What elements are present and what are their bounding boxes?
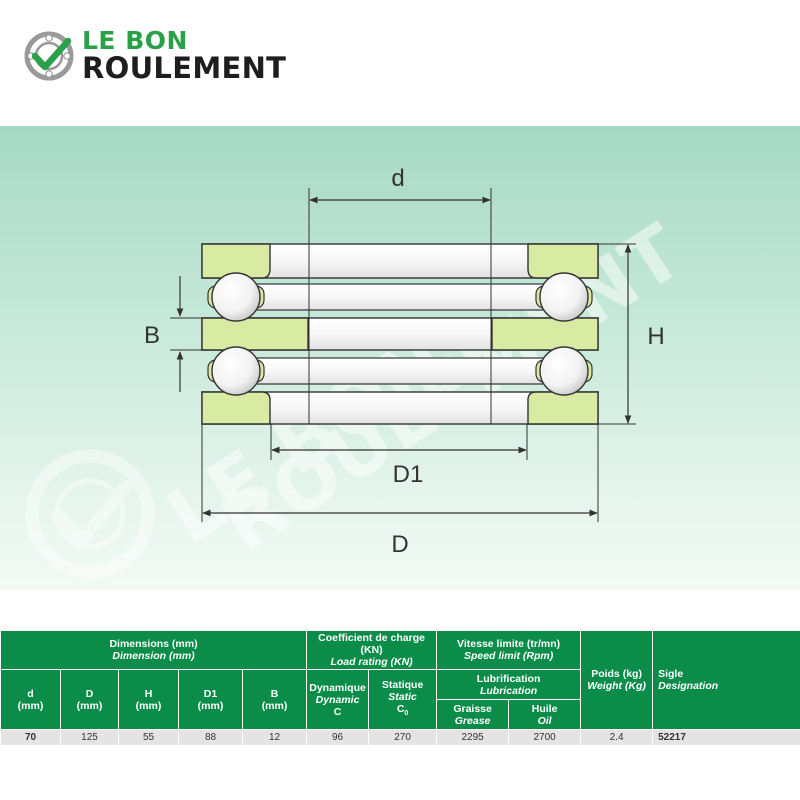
ball-upper-left xyxy=(211,272,261,322)
specifications-table: Dimensions (mm) Dimension (mm) Coefficie… xyxy=(0,630,800,745)
cell-grease: 2295 xyxy=(436,729,509,745)
cell-oil: 2700 xyxy=(508,729,581,745)
upper-cage xyxy=(207,283,593,311)
header-weight: Poids (kg) Weight (Kg) xyxy=(580,630,654,730)
header-col-d: d(mm) xyxy=(0,669,61,730)
bearing-check-icon xyxy=(24,31,74,81)
dimension-d1 xyxy=(270,424,528,460)
dimension-d xyxy=(308,188,492,424)
cell-weight: 2.4 xyxy=(580,729,653,745)
label-d: d xyxy=(391,165,404,192)
cell-D: 125 xyxy=(60,729,119,745)
cell-dynamic: 96 xyxy=(306,729,369,745)
dimension-H xyxy=(598,243,636,425)
dimension-D xyxy=(201,424,599,522)
header-col-B: B(mm) xyxy=(241,669,308,730)
logo-line1: LE BON xyxy=(82,26,188,55)
cell-H: 55 xyxy=(118,729,179,745)
header-dimensions: Dimensions (mm) Dimension (mm) xyxy=(0,630,308,670)
header-lubrication: Lubrification Lubrication xyxy=(436,669,582,700)
cell-d: 70 xyxy=(0,729,61,745)
label-D: D xyxy=(391,531,408,558)
table-row: 70 125 55 88 12 96 270 2295 2700 2.4 522… xyxy=(0,729,800,745)
dimension-B xyxy=(170,276,202,392)
header-load-rating: Coefficient de charge (KN) Load rating (… xyxy=(306,630,438,670)
thrust-bearing-diagram: d D1 D H B xyxy=(144,165,665,558)
ball-lower-left xyxy=(211,346,261,396)
ball-upper-right xyxy=(539,272,589,322)
header-static: Statique Static C0 xyxy=(368,669,438,730)
ball-lower-right xyxy=(539,346,589,396)
label-B: B xyxy=(144,322,160,349)
cell-designation: 52217 xyxy=(652,729,800,745)
bearing-diagram-panel: LE BON ROULEMENT xyxy=(0,126,800,590)
logo-line2: ROULEMENT xyxy=(82,51,287,85)
header-col-H: H(mm) xyxy=(118,669,179,730)
center-shaft-washer xyxy=(201,317,599,351)
header-col-D1: D1(mm) xyxy=(178,669,243,730)
bottom-housing-washer xyxy=(201,391,599,425)
top-housing-washer xyxy=(201,243,599,279)
header-speed-limit: Vitesse limite (tr/mn) Speed limit (Rpm) xyxy=(436,630,582,670)
label-D1: D1 xyxy=(393,461,424,488)
brand-logo: LE BON ROULEMENT xyxy=(22,26,302,88)
cell-B: 12 xyxy=(241,729,307,745)
header-designation: Sigle Designation xyxy=(652,630,800,730)
label-H: H xyxy=(647,323,664,350)
lower-cage xyxy=(207,357,593,385)
header-col-D: D(mm) xyxy=(60,669,119,730)
header-dynamic: Dynamique Dynamic C xyxy=(306,669,370,730)
cell-static: 270 xyxy=(368,729,437,745)
cell-D1: 88 xyxy=(178,729,243,745)
